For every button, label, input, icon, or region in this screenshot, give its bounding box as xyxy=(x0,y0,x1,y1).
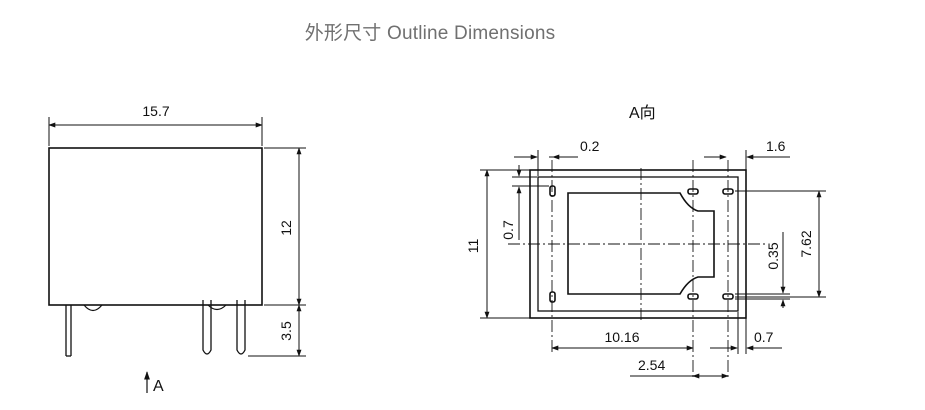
dim-left-outer-label: 11 xyxy=(465,239,481,254)
dim-right-inner-label: 0.35 xyxy=(765,242,781,269)
pin-hole xyxy=(549,185,556,197)
pin xyxy=(202,300,212,355)
dim-bottom-right-label: 0.7 xyxy=(754,329,774,345)
center-lines xyxy=(508,160,765,380)
pin-hole xyxy=(722,293,734,300)
relay-body xyxy=(48,147,263,306)
dim-top-right-label: 1.6 xyxy=(766,138,786,154)
side-view: 15.7 12 3.5 A xyxy=(48,103,306,395)
pin xyxy=(65,305,72,357)
view-label: A向 xyxy=(629,104,656,122)
pin xyxy=(236,300,246,355)
dim-bottom-pitch-label: 2.54 xyxy=(638,357,665,373)
pin-hole xyxy=(549,291,556,303)
bottom-view: A向 0.2 1.6 xyxy=(465,104,826,380)
dim-width-label: 15.7 xyxy=(142,103,169,119)
standoff-bump xyxy=(207,304,227,311)
page-title: 外形尺寸 Outline Dimensions xyxy=(304,23,556,44)
recess-pad xyxy=(567,192,715,295)
view-arrow-label: A xyxy=(153,378,164,395)
dim-pin-label: 3.5 xyxy=(278,321,294,341)
pin-hole xyxy=(687,293,699,300)
dim-top-left-label: 0.2 xyxy=(580,138,600,154)
standoff-bump xyxy=(83,304,103,312)
dim-bottom-main-label: 10.16 xyxy=(604,329,639,345)
dim-right-outer-label: 7.62 xyxy=(798,230,814,257)
dim-height-label: 12 xyxy=(278,220,294,236)
dim-left-inner-label: 0.7 xyxy=(500,220,516,240)
